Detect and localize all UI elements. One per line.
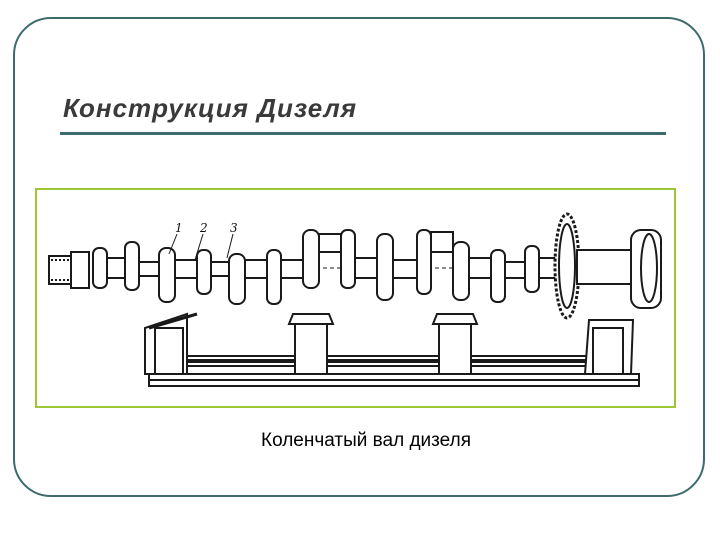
figure-caption: Коленчатый вал дизеля	[261, 430, 471, 451]
front-gear	[48, 251, 90, 289]
crank-throws	[92, 229, 558, 305]
support-stand-1	[144, 312, 198, 375]
callout-1: 1	[175, 221, 183, 235]
flywheel	[630, 229, 662, 309]
support-stand-2	[287, 313, 335, 375]
rear-shaft	[576, 249, 632, 285]
slide-title: Конструкция Дизеля	[63, 93, 358, 123]
support-stand-4	[583, 319, 635, 375]
support-stand-3	[431, 313, 479, 375]
figure-frame: 1 2 3	[35, 188, 676, 408]
title-underline	[60, 132, 666, 135]
crankshaft-drawing: 1 2 3	[48, 212, 662, 387]
sprocket-wheel	[553, 212, 581, 320]
callout-3: 3	[230, 221, 238, 235]
callout-2: 2	[199, 221, 208, 235]
